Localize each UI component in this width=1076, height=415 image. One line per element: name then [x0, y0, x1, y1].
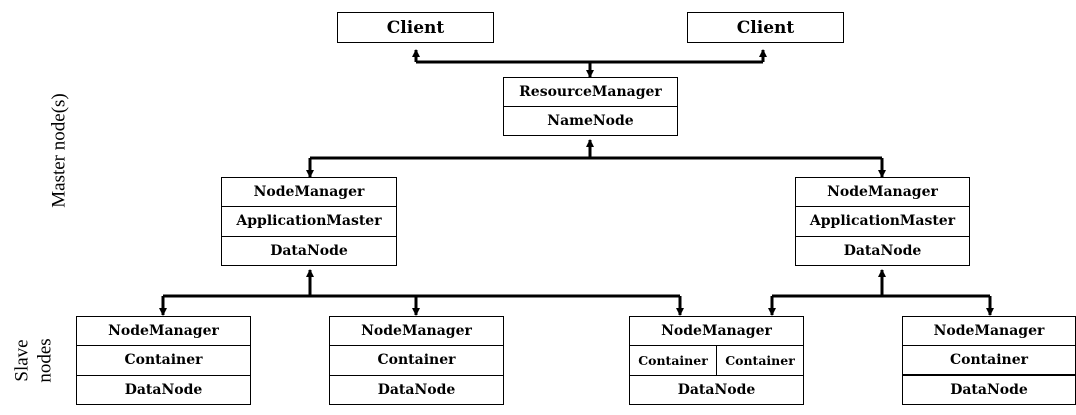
slave-node-box-4: NodeManager Container DataNode [902, 316, 1076, 405]
container-label: Container [77, 345, 250, 374]
nodemanager-label: NodeManager [361, 323, 472, 340]
namenode-label: NameNode [504, 106, 677, 135]
nodemanager-label: NodeManager [827, 184, 938, 201]
container-label: Container [716, 346, 803, 375]
client-box-right: Client [687, 12, 844, 43]
client-label: Client [736, 17, 795, 38]
nodemanager-label: NodeManager [661, 323, 772, 340]
container-pair: Container Container [630, 345, 803, 375]
datanode-label: DataNode [630, 374, 803, 404]
nodemanager-label: NodeManager [253, 184, 365, 201]
master-nodes-side-label: Master node(s) [48, 93, 70, 208]
mid-node-box-left: NodeManager ApplicationMaster DataNode [221, 177, 397, 266]
resourcemanager-label: ResourceManager [519, 84, 662, 100]
client-label: Client [386, 17, 445, 38]
client-box-left: Client [337, 12, 494, 43]
slave-node-box-3: NodeManager Container Container DataNode [629, 316, 804, 405]
slave-node-box-1: NodeManager Container DataNode [76, 316, 251, 405]
datanode-label: DataNode [330, 374, 503, 404]
applicationmaster-label: ApplicationMaster [222, 206, 396, 235]
datanode-label: DataNode [222, 235, 396, 265]
container-label: Container [903, 345, 1075, 374]
slave-node-box-2: NodeManager Container DataNode [329, 316, 504, 405]
slave-nodes-side-label-line2: nodes [34, 338, 56, 383]
master-node-box: ResourceManager NameNode [503, 77, 678, 136]
slave-nodes-side-label-line1: Slave [11, 339, 33, 382]
datanode-label: DataNode [77, 374, 250, 404]
nodemanager-label: NodeManager [933, 323, 1045, 339]
container-label: Container [638, 352, 708, 368]
nodemanager-label: NodeManager [108, 323, 219, 340]
applicationmaster-label: ApplicationMaster [796, 206, 969, 235]
datanode-label: DataNode [796, 235, 969, 265]
mid-node-box-right: NodeManager ApplicationMaster DataNode [795, 177, 970, 266]
container-label: Container [330, 345, 503, 374]
datanode-label: DataNode [903, 374, 1075, 404]
